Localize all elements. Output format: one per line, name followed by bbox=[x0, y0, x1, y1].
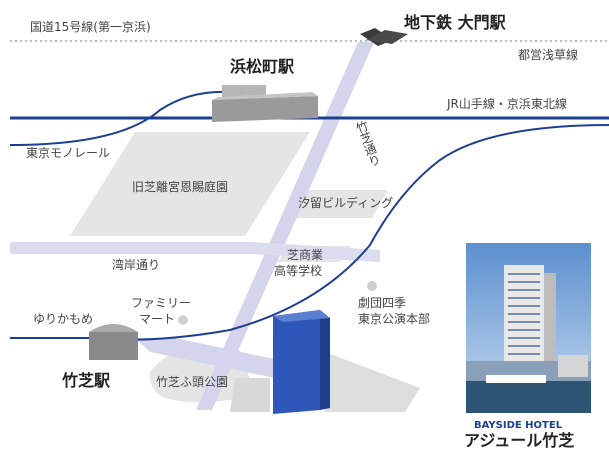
shiba-commercial-label-2: 高等学校 bbox=[274, 264, 323, 278]
daimon-station-label: 地下鉄 大門駅 bbox=[404, 13, 506, 32]
route15-label: 国道15号線(第一京浜) bbox=[30, 20, 151, 34]
hotel-name-label: アジュール竹芝 bbox=[464, 431, 575, 450]
road-patch bbox=[325, 352, 420, 412]
yurikamome-label: ゆりかもめ bbox=[33, 312, 94, 326]
kaigan-dori-label: 湾岸通り bbox=[112, 258, 161, 272]
shiodome-building-area bbox=[290, 190, 388, 218]
takeshiba-dori-road bbox=[196, 42, 374, 410]
familymart-label-2: マート bbox=[139, 312, 176, 326]
takeshiba-station-marker bbox=[89, 324, 138, 360]
shiba-commercial-label-1: 芝商業 bbox=[287, 248, 324, 262]
kyushiba-garden-area bbox=[70, 132, 310, 236]
shiodome-building-label: 汐留ビルディング bbox=[298, 196, 394, 210]
gekidan-shiki-label-1: 劇団四季 bbox=[358, 296, 407, 310]
hotel-photo bbox=[466, 243, 591, 413]
toei-asakusa-line-label: 都営浅草線 bbox=[518, 48, 579, 62]
hotel-sub-label: BAYSIDE HOTEL bbox=[474, 420, 563, 431]
gekidan-shiki-label-2: 東京公演本部 bbox=[358, 312, 431, 326]
hamamatsucho-station-marker bbox=[212, 85, 318, 122]
jr-line-label: JR山手線・京浜東北線 bbox=[447, 97, 567, 111]
familymart-dot bbox=[178, 315, 188, 325]
yurikamome-line bbox=[10, 124, 609, 341]
daimon-station-marker bbox=[360, 28, 408, 46]
hotel-building-marker bbox=[273, 310, 330, 414]
kaigan-dori-road bbox=[10, 242, 380, 262]
takeshiba-station-label: 竹芝駅 bbox=[62, 371, 111, 390]
kyushiba-garden-label: 旧芝離宮恩賜庭園 bbox=[132, 180, 229, 194]
monorail-line bbox=[9, 90, 231, 146]
gekidan-shiki-dot bbox=[367, 281, 377, 291]
hamamatsucho-station-label: 浜松町駅 bbox=[230, 57, 295, 76]
familymart-label-1: ファミリー bbox=[131, 296, 192, 310]
takeshiba-pier-park-label: 竹芝ふ頭公園 bbox=[156, 375, 229, 389]
monorail-label: 東京モノレール bbox=[26, 146, 111, 160]
hotel-road bbox=[230, 378, 270, 412]
